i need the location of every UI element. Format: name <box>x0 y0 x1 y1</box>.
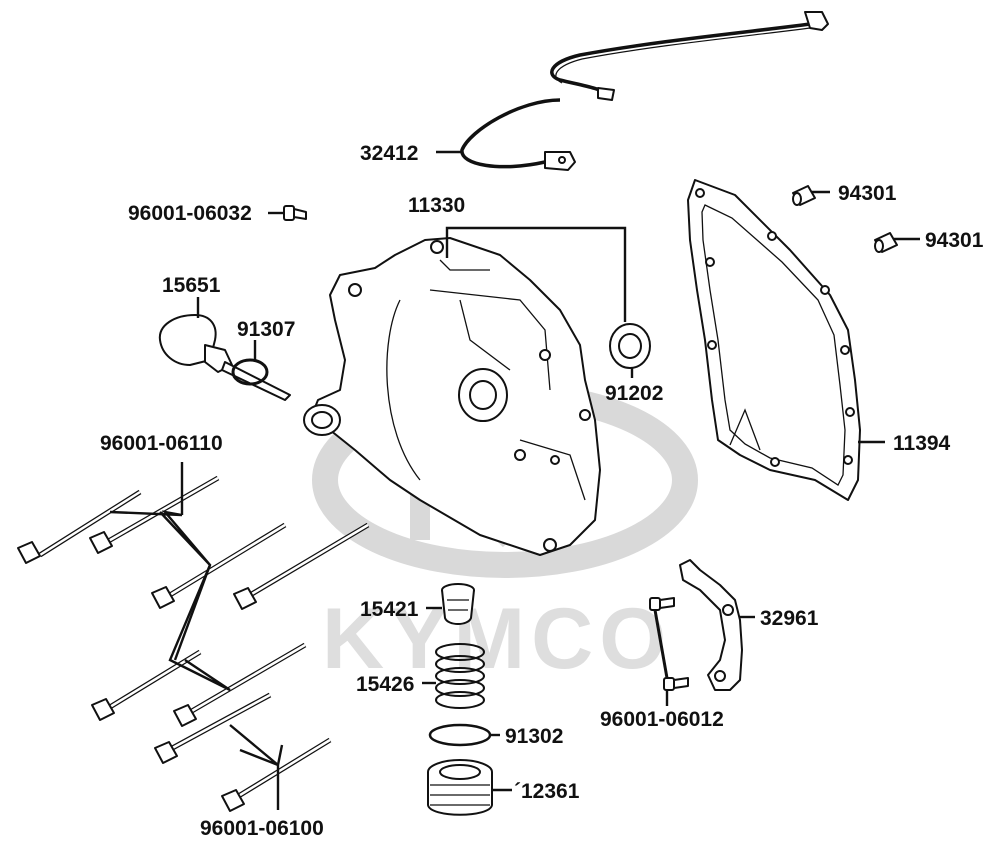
part-oring-91302 <box>428 723 492 747</box>
label-94301-a: 94301 <box>838 182 897 205</box>
label-96001-06032: 96001-06032 <box>128 202 252 225</box>
label-96001-06012: 96001-06012 <box>600 708 724 731</box>
part-strainer-15421 <box>441 583 475 625</box>
label-15421: 15421 <box>360 598 419 621</box>
label-11394: 11394 <box>893 432 951 455</box>
leader-11330 <box>445 226 627 322</box>
label-91302: 91302 <box>505 725 563 748</box>
part-screw-96001-06032 <box>283 205 307 221</box>
part-cover-11330 <box>303 237 601 556</box>
part-cable-32412 <box>460 11 829 171</box>
label-32412: 32412 <box>360 142 418 165</box>
part-plug-12361 <box>427 759 493 816</box>
label-96001-06110: 96001-06110 <box>100 432 223 455</box>
part-oring-91307 <box>231 358 269 386</box>
leader-96001-06110 <box>109 462 231 692</box>
part-bracket-32961 <box>679 559 743 691</box>
label-91307: 91307 <box>237 318 295 341</box>
part-dowel-94301-a <box>792 185 816 206</box>
label-91202: 91202 <box>605 382 663 405</box>
part-dipstick-15651 <box>158 314 291 401</box>
leader-96001-06100 <box>229 724 284 810</box>
part-dowel-94301-b <box>874 232 898 253</box>
label-96001-06100: 96001-06100 <box>200 817 324 840</box>
part-gasket-11394 <box>687 179 861 501</box>
label-32961: 32961 <box>760 607 819 630</box>
label-94301-b: 94301 <box>925 229 984 252</box>
watermark-text: KYMCO <box>322 591 672 687</box>
part-screws-96001-06012 <box>649 597 689 691</box>
part-spring-15426 <box>435 643 485 709</box>
label-15651: 15651 <box>162 274 221 297</box>
label-12361: ´12361 <box>514 780 580 803</box>
leader-96001-06110-b <box>173 564 212 661</box>
part-seal-91202 <box>609 323 651 369</box>
label-15426: 15426 <box>356 673 414 696</box>
label-11330: 11330 <box>408 194 465 217</box>
bolts-group <box>17 475 370 812</box>
